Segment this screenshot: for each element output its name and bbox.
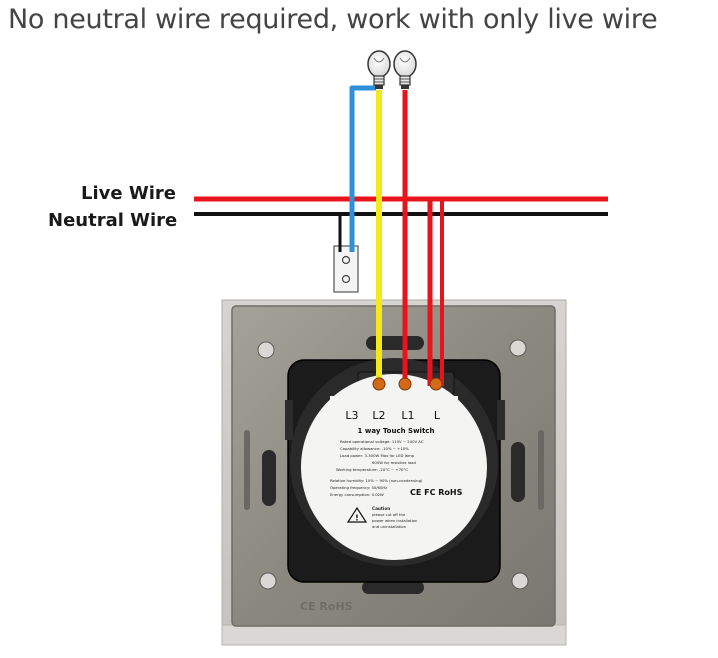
switch-spec-line: Working temperature: -20°C ~ +70°C bbox=[336, 467, 408, 472]
switch-spec-line: Relative humidity: 10% ~ 90% (non-conden… bbox=[330, 478, 423, 483]
frame-slot bbox=[262, 450, 276, 506]
caution-line: and uninstallation bbox=[372, 524, 407, 529]
terminal-label-l: L bbox=[434, 409, 441, 422]
frame-mark: CE RoHS bbox=[300, 600, 353, 613]
frame-hole bbox=[259, 572, 277, 590]
connector-screw bbox=[341, 274, 351, 284]
terminal-label-l1: L1 bbox=[401, 409, 414, 422]
blue-wire bbox=[349, 85, 376, 252]
terminal-screw-l1 bbox=[398, 377, 412, 391]
frame-hole bbox=[509, 339, 527, 357]
junction-connector bbox=[333, 245, 359, 293]
switch-spec-line: Rated operational voltage: 110V ~ 240V A… bbox=[340, 439, 424, 444]
frame-slot bbox=[511, 442, 525, 502]
warning-icon-mark: ! bbox=[355, 514, 359, 523]
page-title: No neutral wire required, work with only… bbox=[8, 4, 658, 35]
caution-line: power when installation bbox=[372, 518, 418, 523]
frame-slot bbox=[244, 430, 250, 510]
caution-line: please cut off the bbox=[372, 512, 406, 517]
caution-title: Caution bbox=[372, 506, 390, 511]
bulb-icon bbox=[367, 50, 391, 89]
switch-spec-line: Load power: 3-300W Max for LED lamp bbox=[340, 453, 415, 458]
frame-slot bbox=[362, 581, 424, 594]
frame-hole bbox=[511, 572, 529, 590]
frame-hole bbox=[257, 341, 275, 359]
terminal-label-l2: L2 bbox=[372, 409, 385, 422]
switch-label-top bbox=[330, 396, 458, 422]
connector-screw bbox=[341, 255, 351, 265]
frame-slot bbox=[366, 336, 424, 350]
certification-marks: CE FC RoHS bbox=[410, 488, 463, 497]
switch-name: 1 way Touch Switch bbox=[358, 427, 435, 435]
terminal-label-l3: L3 bbox=[345, 409, 358, 422]
switch-spec-line: Operating frequency: 50/60Hz bbox=[330, 485, 387, 490]
switch-spec-line: Capability allowance: -10% ~ +10% bbox=[340, 446, 409, 451]
terminal-screw-l bbox=[429, 377, 443, 391]
live-wire-label: Live Wire bbox=[81, 183, 176, 204]
frame-slot bbox=[538, 430, 544, 510]
warning-icon bbox=[346, 506, 368, 523]
bulb-icon bbox=[393, 50, 417, 89]
module-clip bbox=[285, 400, 293, 440]
neutral-wire-label: Neutral Wire bbox=[48, 210, 178, 231]
switch-spec-line: Energy consumption: 0.02W bbox=[330, 492, 384, 497]
wall-box-bottom-rail bbox=[221, 624, 567, 646]
module-clip bbox=[497, 400, 505, 440]
switch-spec-line: 600W for resistive load bbox=[372, 460, 416, 465]
terminal-screw-l2 bbox=[372, 377, 386, 391]
